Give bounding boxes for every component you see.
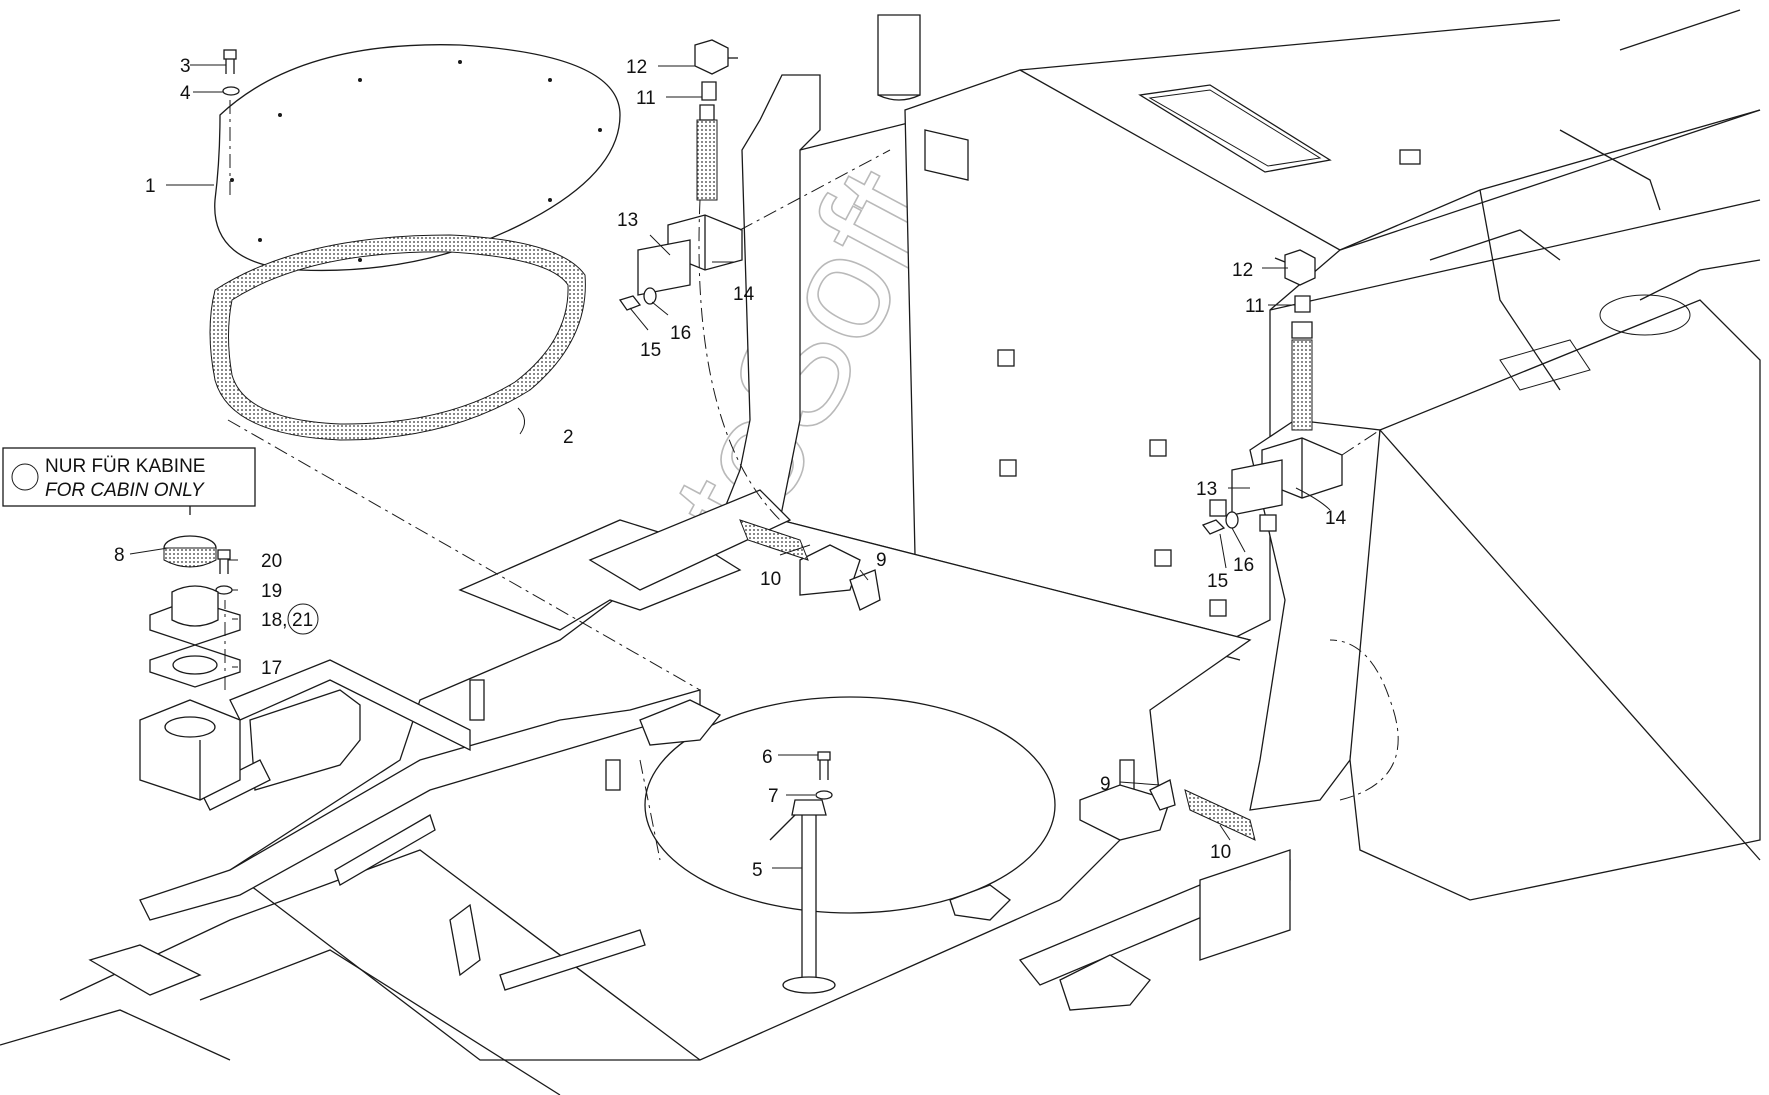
callout-11-left: 11	[636, 88, 656, 109]
callout-11-right: 11	[1245, 296, 1265, 317]
leader-lines	[129, 64, 1331, 869]
cabin-only-note: NUR FÜR KABINE FOR CABIN ONLY	[2, 447, 256, 507]
callout-10-right: 10	[1210, 842, 1231, 863]
part-18-mount-flange	[149, 585, 241, 646]
callout-19: 19	[261, 581, 282, 602]
callout-21-ring	[287, 603, 319, 635]
callout-6: 6	[762, 747, 773, 768]
part-5-dipstick-tube	[769, 799, 836, 994]
part-20-screw	[217, 549, 231, 574]
callout-9-left: 9	[876, 550, 887, 571]
callout-8: 8	[114, 545, 125, 566]
callout-7: 7	[768, 786, 779, 807]
callout-12-left: 12	[626, 57, 647, 78]
note-line-de: NUR FÜR KABINE	[45, 456, 205, 477]
callout-15-right: 15	[1207, 571, 1228, 592]
part-6-bolt	[817, 751, 831, 780]
part-1-cover-plate	[214, 44, 621, 272]
part-3-screw	[223, 49, 237, 74]
callout-4: 4	[180, 83, 191, 104]
right-mount-assembly	[1149, 249, 1399, 841]
part-7-washer	[815, 790, 833, 800]
callout-14-left: 14	[733, 284, 755, 305]
callout-15-left: 15	[640, 340, 661, 361]
part-4-washer	[222, 86, 240, 96]
callout-2: 2	[563, 427, 574, 448]
callout-12-right: 12	[1232, 260, 1253, 281]
callout-labels: 1 2 3 4 5 6 7 8 9 9 10 10 11 11 12 12 13…	[114, 56, 1347, 881]
callout-3: 3	[180, 56, 191, 77]
seat-mount-housing	[139, 699, 241, 801]
callout-5: 5	[752, 860, 763, 881]
part-2-gasket	[209, 234, 586, 441]
left-mount-assembly	[618, 39, 891, 611]
floor-plate	[0, 489, 1291, 1095]
cabin-only-marker-icon	[11, 463, 39, 491]
callout-21: 21	[292, 610, 313, 631]
callout-16-left: 16	[670, 323, 691, 344]
callout-20: 20	[261, 551, 282, 572]
callout-10-left: 10	[760, 569, 781, 590]
callout-1: 1	[145, 176, 156, 197]
callout-16-right: 16	[1233, 555, 1254, 576]
callout-9-right: 9	[1100, 774, 1111, 795]
part-17-gasket	[149, 644, 241, 688]
callout-14-right: 14	[1325, 508, 1347, 529]
callout-17: 17	[261, 658, 282, 679]
callout-13-right: 13	[1196, 479, 1217, 500]
callout-18: 18,	[261, 610, 287, 631]
callout-13-left: 13	[617, 210, 638, 231]
note-line-en: FOR CABIN ONLY	[45, 480, 205, 501]
